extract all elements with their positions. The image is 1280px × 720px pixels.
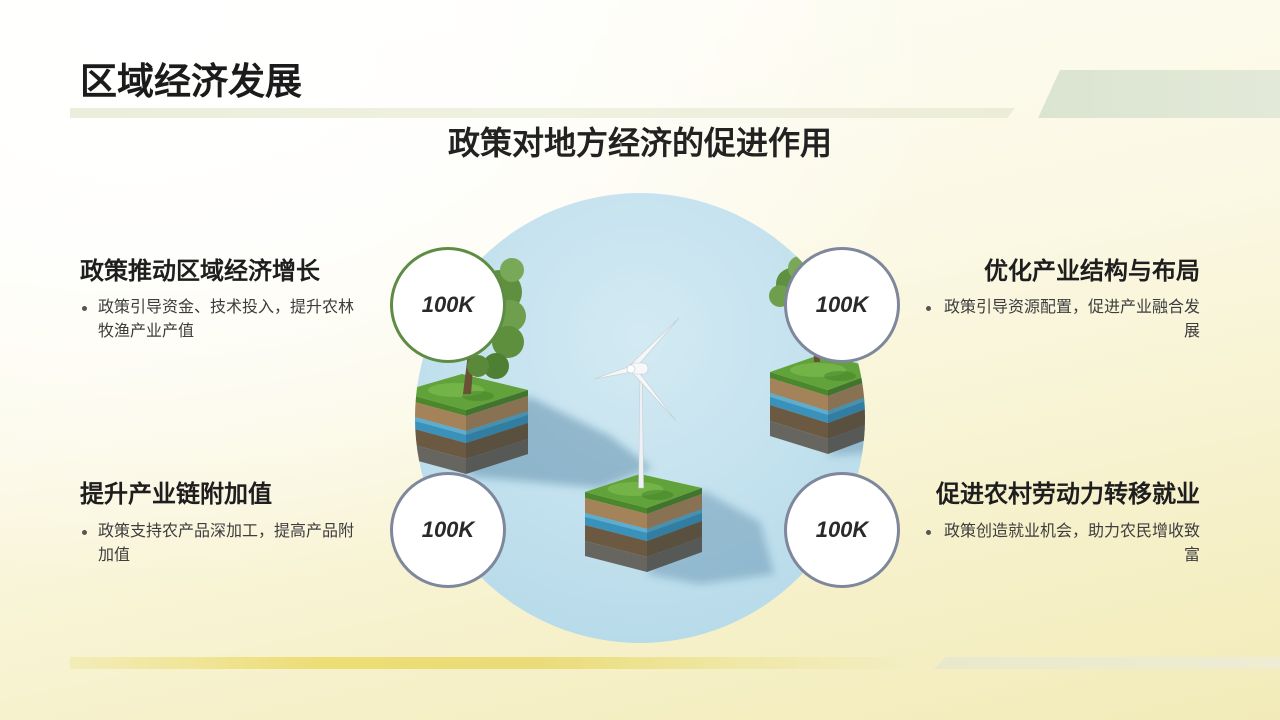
slide-subtitle: 政策对地方经济的促进作用 xyxy=(447,125,832,161)
wind-turbine xyxy=(593,317,680,489)
bullet-dot xyxy=(926,530,931,535)
cube-left-face-grass-edge xyxy=(415,392,466,416)
cube-left-face-grass-edge xyxy=(770,372,828,396)
water-sheen xyxy=(585,513,647,533)
cube-right-face-water-layer xyxy=(828,391,865,423)
water-sheen xyxy=(770,393,828,415)
water-sheen xyxy=(828,391,865,415)
cube-right-face-shade xyxy=(828,370,865,454)
cube-right-face-grass-edge xyxy=(647,488,702,514)
cube-right-face-grass-edge xyxy=(828,370,865,396)
point-bullet-text: 政策引导资源配置，促进产业融合发展 xyxy=(943,299,1200,340)
cube-right-face-rock-layer xyxy=(466,439,528,474)
cube-right-face-soil-layer xyxy=(647,494,702,529)
tree-foliage xyxy=(483,353,509,379)
cube-left-face-soil-layer xyxy=(415,398,466,431)
point-bullet-text: 政策支持农产品深加工，提高产品附加值 xyxy=(98,523,355,564)
bullet-dot xyxy=(82,306,87,311)
cube-right-face-soil-layer xyxy=(466,396,528,431)
point-bullet: 政策引导资金、技术投入，提升农林牧渔产业产值 xyxy=(82,296,356,344)
grass-shadow xyxy=(824,371,856,381)
stat-circle: 100K xyxy=(390,247,506,363)
stat-circle: 100K xyxy=(390,472,506,588)
point-bullet-text: 政策创造就业机会，助力农民增收致富 xyxy=(943,523,1200,564)
grass-cube-left xyxy=(415,258,528,474)
stat-value: 100K xyxy=(421,292,475,317)
cube-right-face-soil-layer xyxy=(828,376,865,411)
cube-left-face-deep-soil-layer xyxy=(415,425,466,459)
point-bullet: 政策创造就业机会，助力农民增收致富 xyxy=(926,520,1200,568)
cube-left-face-grass-edge xyxy=(585,492,647,514)
tree-foliage xyxy=(492,326,524,358)
cube-left-face-rock-layer xyxy=(585,541,647,572)
water-sheen xyxy=(466,411,528,435)
hero-scene xyxy=(415,256,865,584)
tree-foliage xyxy=(467,355,489,377)
water-sheen xyxy=(415,413,466,435)
grass-shadow xyxy=(641,490,674,500)
cube-left-face-soil-layer xyxy=(585,498,647,529)
stat-value: 100K xyxy=(421,517,475,542)
cube-right-face-deep-soil-layer xyxy=(466,423,528,459)
turbine-hub xyxy=(626,364,636,374)
cube-right-face-rock-layer xyxy=(828,419,865,454)
cube-right-face-water-layer xyxy=(647,509,702,541)
point-bullet: 政策引导资源配置，促进产业融合发展 xyxy=(926,296,1200,344)
point-heading: 提升产业链附加值 xyxy=(80,481,272,508)
cube-left-face-soil-layer xyxy=(770,378,828,411)
bullet-dot xyxy=(926,306,931,311)
cube-right-face-shade xyxy=(647,488,702,572)
slide-title: 区域经济发展 xyxy=(80,61,302,102)
center-cube-shadow xyxy=(647,490,774,584)
stat-circle: 100K xyxy=(784,472,900,588)
cube-right-face-shade xyxy=(466,390,528,474)
cube-right-face-rock-layer xyxy=(647,537,702,572)
tree-foliage xyxy=(500,258,524,282)
point-heading: 促进农村劳动力转移就业 xyxy=(936,481,1200,508)
bullet-dot xyxy=(82,530,87,535)
stat-value: 100K xyxy=(815,292,869,317)
grass-highlight xyxy=(607,482,664,496)
point-heading: 优化产业结构与布局 xyxy=(984,258,1200,285)
grass-cube-center xyxy=(585,474,702,572)
cube-right-face-deep-soil-layer xyxy=(828,403,865,439)
point-heading: 政策推动区域经济增长 xyxy=(80,258,320,285)
cube-left-face-rock-layer xyxy=(770,421,828,454)
cube-right-face-deep-soil-layer xyxy=(647,521,702,557)
title-underline-band xyxy=(70,108,1015,118)
water-sheen xyxy=(647,509,702,533)
bottom-accent-band-right xyxy=(934,657,1280,669)
stat-value: 100K xyxy=(815,517,869,542)
point-bullet: 政策支持农产品深加工，提高产品附加值 xyxy=(82,520,356,568)
cube-left-face-deep-soil-layer xyxy=(585,525,647,557)
corner-band-top-right xyxy=(1038,70,1280,118)
cube-right-face-grass-edge xyxy=(466,390,528,416)
cube-left-face-deep-soil-layer xyxy=(770,405,828,439)
point-bullet-text: 政策引导资金、技术投入，提升农林牧渔产业产值 xyxy=(98,299,355,340)
cube-right-face-water-layer xyxy=(466,411,528,443)
bottom-accent-band xyxy=(70,657,914,669)
grass-highlight xyxy=(790,363,846,377)
stat-circle: 100K xyxy=(784,247,900,363)
